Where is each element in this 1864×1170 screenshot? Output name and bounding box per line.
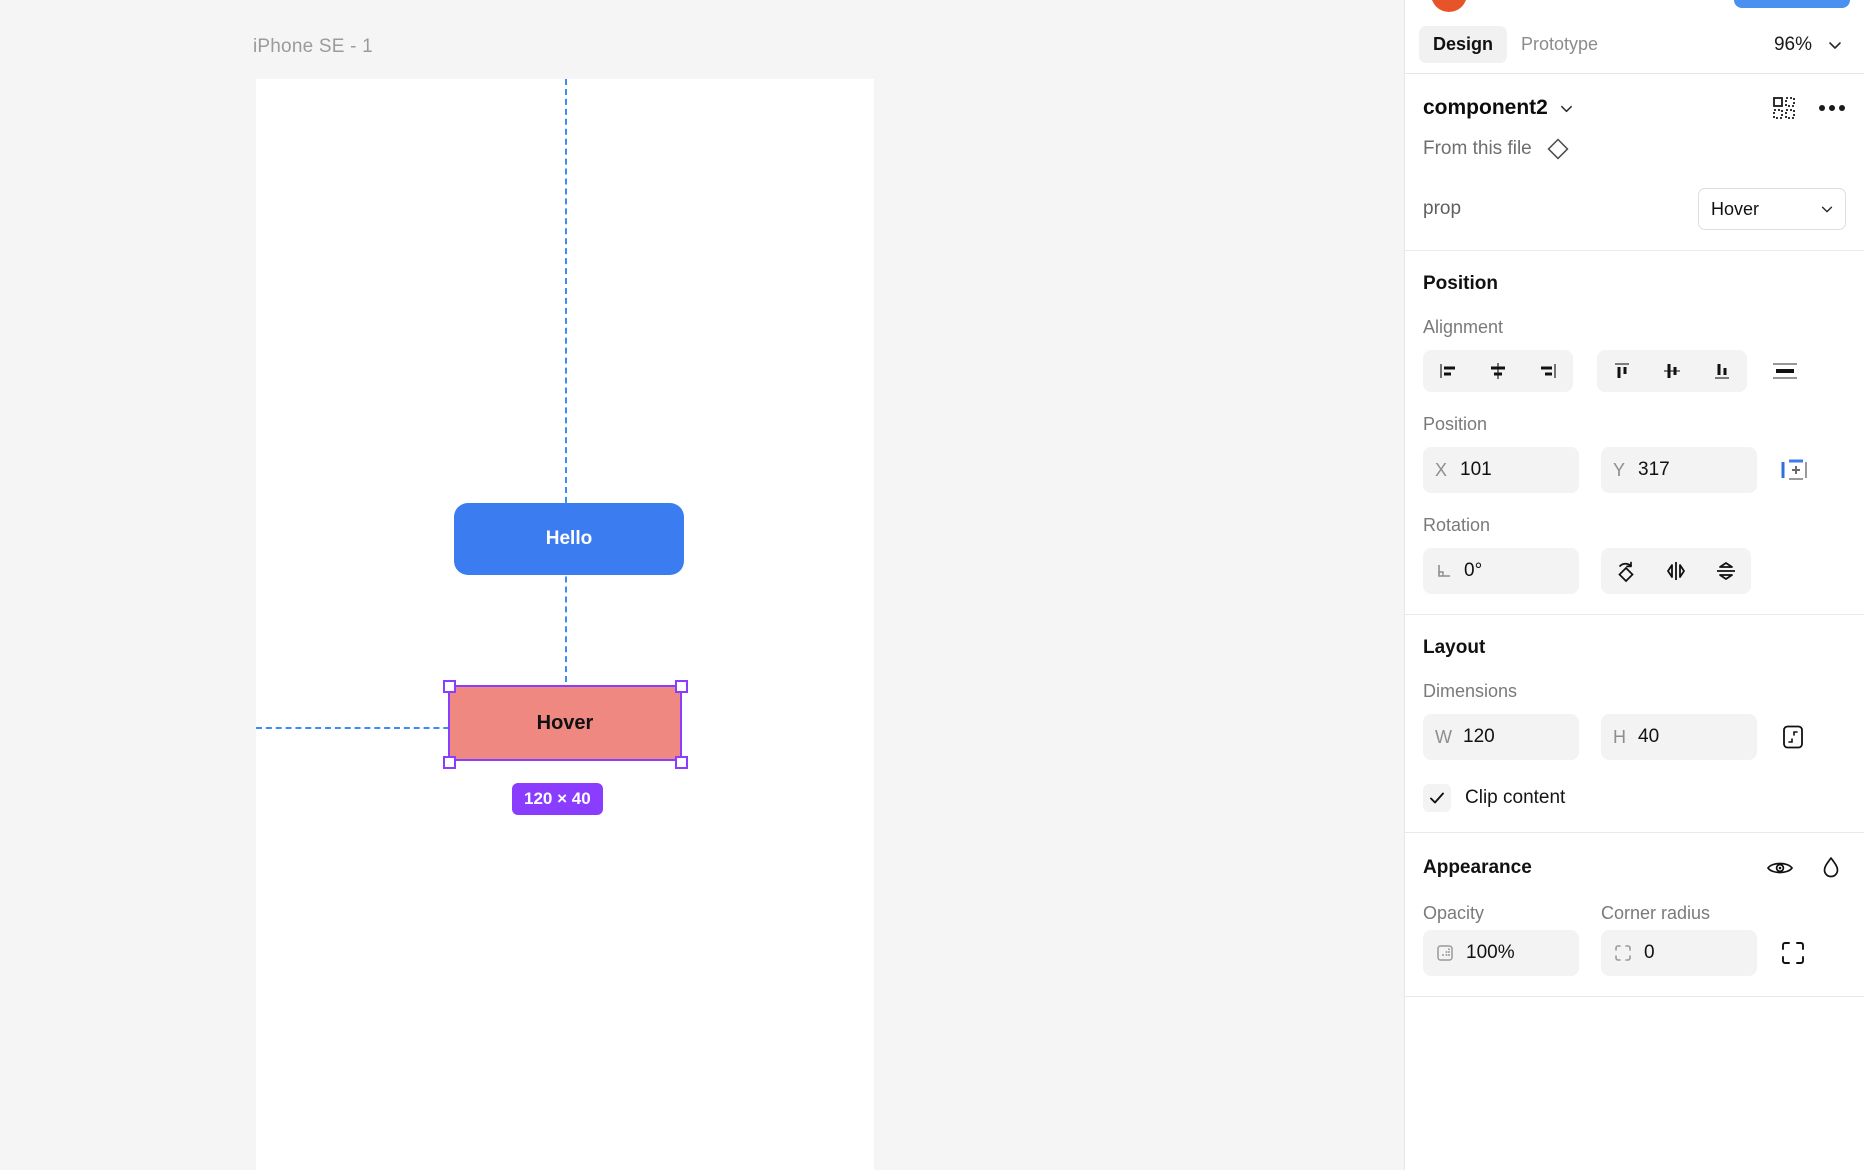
resize-handle-top-left[interactable] — [443, 680, 456, 693]
appearance-fields-row: 100% 0 — [1423, 930, 1846, 976]
rotation-row: 0° — [1423, 548, 1846, 594]
rotation-label: Rotation — [1423, 515, 1491, 535]
zoom-level: 96% — [1773, 33, 1812, 55]
align-bottom-icon[interactable] — [1697, 350, 1747, 392]
vertical-alignment-group — [1597, 350, 1747, 392]
layout-section-title: Layout — [1423, 637, 1486, 658]
rotate-icon[interactable] — [1601, 548, 1651, 594]
distribute-vertical-icon[interactable] — [1771, 360, 1805, 382]
transform-buttons-group — [1601, 548, 1751, 594]
chevron-down-icon[interactable] — [1558, 100, 1575, 117]
height-value: 40 — [1638, 726, 1660, 747]
rotation-field[interactable]: 0° — [1423, 548, 1579, 594]
blend-mode-drop-icon[interactable] — [1820, 855, 1842, 881]
position-x-value: 101 — [1460, 459, 1492, 480]
prop-value-select[interactable]: Hover — [1698, 188, 1846, 230]
resize-handle-bottom-left[interactable] — [443, 756, 456, 769]
tab-design[interactable]: Design — [1419, 26, 1508, 63]
dimensions-label: Dimensions — [1423, 681, 1518, 701]
align-horizontal-center-icon[interactable] — [1473, 350, 1523, 392]
height-field[interactable]: H 40 — [1601, 714, 1757, 760]
frame-label[interactable]: iPhone SE - 1 — [253, 36, 373, 57]
width-field[interactable]: W 120 — [1423, 714, 1579, 760]
prop-value-text: Hover — [1711, 198, 1760, 219]
alignment-guide-horizontal — [256, 727, 469, 729]
appearance-section: Appearance — [1405, 833, 1864, 997]
opacity-grid-icon — [1435, 943, 1455, 963]
selection-size-badge: 120 × 40 — [512, 783, 603, 815]
position-y-field[interactable]: Y 317 — [1601, 447, 1757, 493]
position-y-value: 317 — [1638, 459, 1670, 480]
design-canvas[interactable]: iPhone SE - 1 Hello Hover 120 × 40 — [0, 0, 1404, 1170]
angle-icon — [1435, 562, 1453, 580]
position-x-key: X — [1435, 459, 1448, 480]
appearance-labels-row: Opacity Corner radius — [1423, 903, 1846, 924]
position-y-key: Y — [1613, 459, 1626, 480]
resize-handle-bottom-right[interactable] — [675, 756, 688, 769]
position-section-title: Position — [1423, 273, 1498, 294]
position-section: Position Alignment — [1405, 251, 1864, 615]
alignment-buttons-row — [1423, 350, 1846, 392]
prop-label: prop — [1423, 198, 1462, 219]
component-diamond-icon — [1545, 136, 1571, 162]
canvas-node-hover-label: Hover — [536, 711, 594, 734]
alignment-label: Alignment — [1423, 317, 1504, 337]
zoom-control[interactable]: 96% — [1774, 34, 1848, 56]
appearance-header-row: Appearance — [1423, 855, 1846, 881]
component-source-row: From this file — [1423, 136, 1846, 162]
layout-section: Layout Dimensions W 120 H 40 — [1405, 615, 1864, 833]
align-left-icon[interactable] — [1423, 350, 1473, 392]
flip-horizontal-icon[interactable] — [1651, 548, 1701, 594]
corner-radius-label: Corner radius — [1601, 903, 1711, 923]
share-button[interactable] — [1734, 0, 1850, 8]
alignment-guide-vertical — [565, 79, 567, 692]
canvas-button-hello[interactable]: Hello — [454, 503, 684, 575]
height-key: H — [1613, 726, 1626, 747]
align-vertical-center-icon[interactable] — [1647, 350, 1697, 392]
component-prop-row: prop Hover — [1423, 188, 1846, 230]
resize-to-fit-icon[interactable] — [1779, 723, 1807, 751]
opacity-field[interactable]: 100% — [1423, 930, 1579, 976]
panel-top-partial-row — [1405, 0, 1864, 16]
right-properties-panel: Design Prototype 96% component2 — [1404, 0, 1864, 1170]
component-header-row: component2 — [1423, 96, 1846, 120]
tab-prototype[interactable]: Prototype — [1521, 34, 1599, 54]
corner-radius-value: 0 — [1644, 942, 1655, 963]
visibility-eye-icon[interactable] — [1766, 857, 1794, 879]
position-fields-row: X 101 Y 317 — [1423, 447, 1846, 493]
component-instances-icon[interactable] — [1772, 96, 1796, 120]
horizontal-alignment-group — [1423, 350, 1573, 392]
opacity-label: Opacity — [1423, 903, 1485, 923]
rotation-value: 0° — [1464, 560, 1483, 581]
appearance-section-title: Appearance — [1423, 857, 1532, 878]
corner-radius-field[interactable]: 0 — [1601, 930, 1757, 976]
align-top-icon[interactable] — [1597, 350, 1647, 392]
chevron-down-icon[interactable] — [1826, 36, 1844, 54]
corner-radius-icon — [1613, 943, 1633, 963]
panel-tabs: Design Prototype 96% — [1405, 16, 1864, 74]
clip-content-label: Clip content — [1465, 787, 1566, 808]
component-section: component2 — [1405, 74, 1864, 251]
clip-content-checkbox[interactable] — [1423, 784, 1451, 812]
width-value: 120 — [1463, 726, 1495, 747]
dimensions-row: W 120 H 40 — [1423, 714, 1846, 760]
opacity-value: 100% — [1466, 942, 1515, 963]
width-key: W — [1435, 726, 1452, 747]
avatar[interactable] — [1431, 0, 1467, 12]
chevron-down-icon — [1819, 201, 1835, 217]
more-options-icon[interactable] — [1818, 104, 1846, 112]
canvas-node-hover[interactable]: Hover — [448, 685, 682, 761]
resize-handle-top-right[interactable] — [675, 680, 688, 693]
position-x-field[interactable]: X 101 — [1423, 447, 1579, 493]
absolute-position-icon[interactable] — [1779, 455, 1809, 485]
independent-corners-icon[interactable] — [1779, 939, 1807, 967]
canvas-button-hello-label: Hello — [545, 528, 593, 549]
component-source-text: From this file — [1423, 138, 1532, 159]
flip-vertical-icon[interactable] — [1701, 548, 1751, 594]
clip-content-row[interactable]: Clip content — [1423, 784, 1846, 812]
align-right-icon[interactable] — [1523, 350, 1573, 392]
position-label: Position — [1423, 414, 1488, 434]
component-name[interactable]: component2 — [1423, 96, 1548, 119]
